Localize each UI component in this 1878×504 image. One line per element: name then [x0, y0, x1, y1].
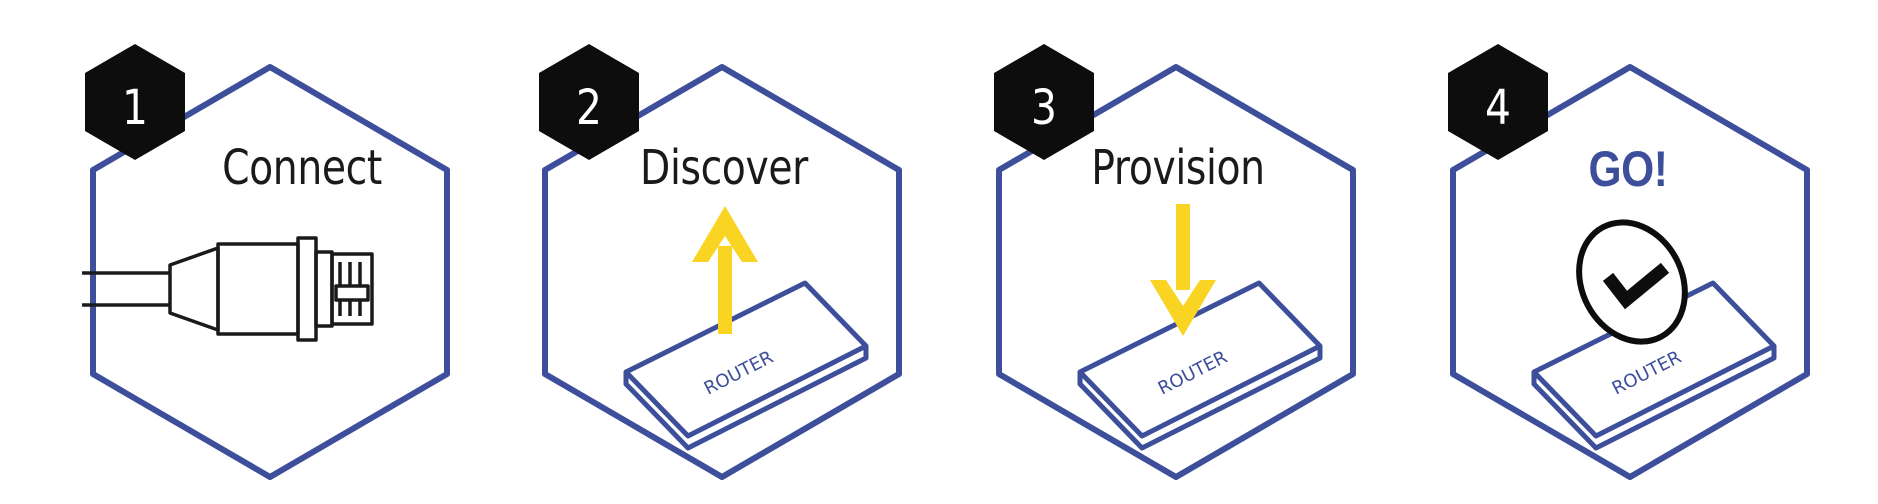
- step-1-number: 1: [122, 80, 148, 136]
- up-arrow-head: [692, 206, 758, 262]
- ethernet-plug-icon: [82, 236, 374, 342]
- step-4-number: 4: [1485, 80, 1511, 136]
- step-1-title: Connect: [222, 140, 382, 196]
- down-arrow-shaft: [1176, 204, 1190, 290]
- up-arrow-shaft: [718, 246, 732, 334]
- step-3-title: Provision: [1091, 140, 1265, 196]
- step-4-title: GO!: [1588, 141, 1668, 197]
- router-checkmark-icon: ROUTER: [1531, 219, 1777, 451]
- router-up-arrow-icon: ROUTER: [623, 206, 869, 451]
- down-arrow-head: [1150, 280, 1216, 336]
- router-down-arrow-icon: ROUTER: [1077, 204, 1323, 451]
- step-3-number: 3: [1031, 80, 1057, 136]
- step-2-number: 2: [576, 80, 602, 136]
- checkmark: [1602, 262, 1670, 310]
- checkmark-circle: [1576, 219, 1688, 345]
- step-2-title: Discover: [640, 140, 808, 196]
